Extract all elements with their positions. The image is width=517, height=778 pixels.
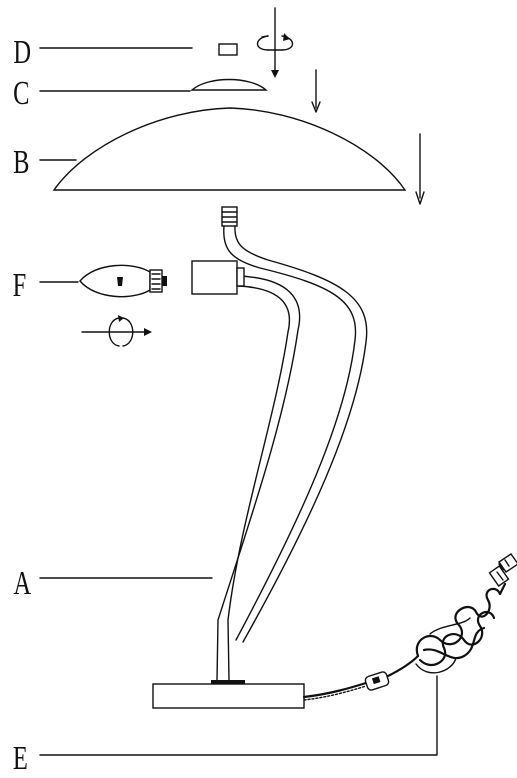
label-b: B	[13, 144, 29, 181]
arrow-down-icon	[311, 69, 321, 113]
bulb-f	[79, 264, 167, 298]
label-a: A	[14, 565, 32, 602]
label-e: E	[13, 740, 28, 777]
plug-icon	[488, 553, 517, 596]
power-cord-e	[302, 587, 502, 701]
rotate-arrow-icon	[81, 315, 152, 347]
label-f: F	[13, 267, 27, 304]
label-d: D	[13, 34, 31, 71]
arrow-down-icon	[415, 133, 425, 205]
finial-d	[218, 43, 238, 56]
label-c: C	[13, 75, 29, 112]
shade-b	[52, 107, 407, 191]
leader-line-e	[39, 675, 438, 756]
lamp-base	[152, 680, 305, 709]
cap-c	[190, 78, 268, 91]
lamp-stem-a	[191, 206, 368, 681]
rotate-arrow-icon	[256, 7, 294, 78]
